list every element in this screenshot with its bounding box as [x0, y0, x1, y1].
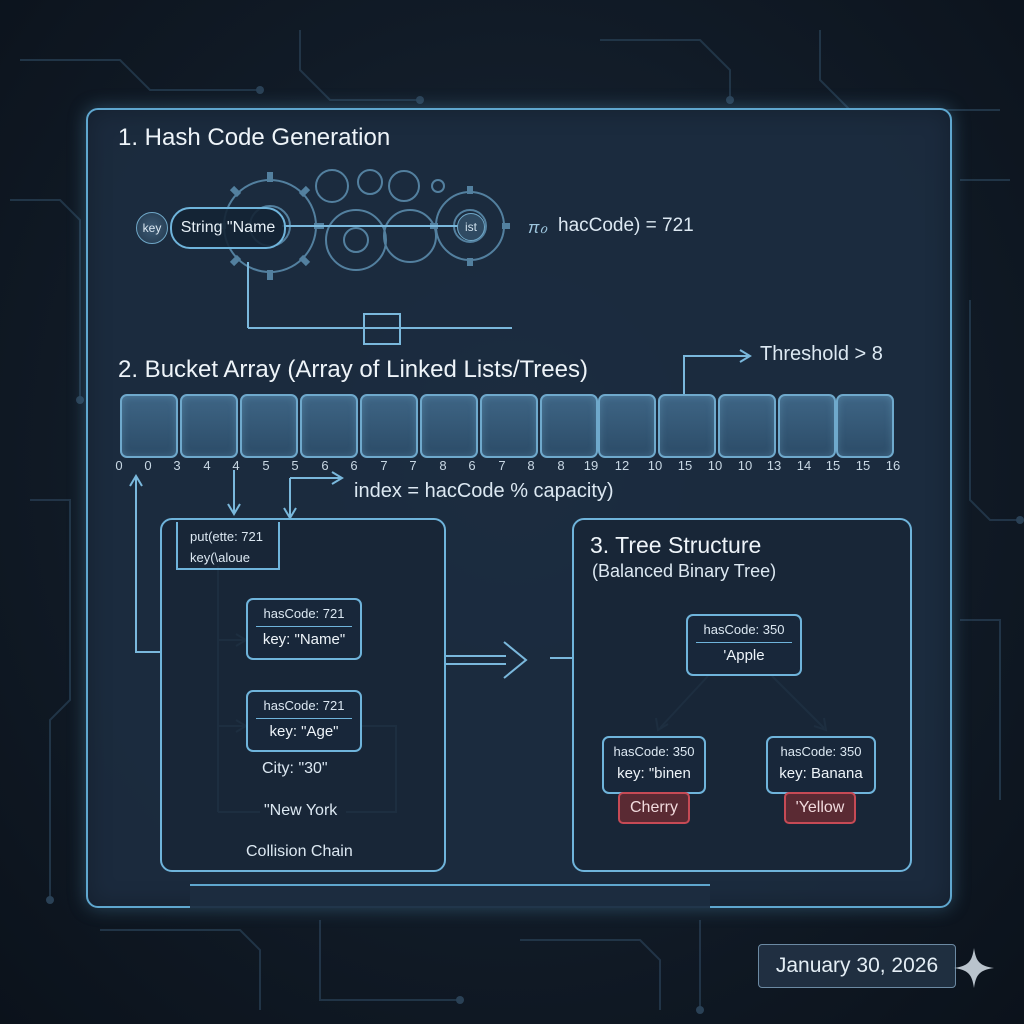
- chain-node-name: hasCode: 721 key: "Name": [246, 598, 362, 660]
- bucket-index: 14: [796, 458, 812, 473]
- bucket-index: 6: [350, 458, 358, 473]
- cherry-tag: Cherry: [618, 792, 690, 824]
- section2-title: 2. Bucket Array (Array of Linked Lists/T…: [118, 356, 588, 383]
- bucket-index: 12: [614, 458, 630, 473]
- bucket-cell: [420, 394, 478, 458]
- tree-title: 3. Tree Structure: [590, 532, 762, 558]
- put-header-line2: key(\aloue: [190, 550, 250, 565]
- tree-node-root: hasCode: 350 'Apple: [686, 614, 802, 676]
- frame-notch: [190, 884, 710, 908]
- put-header-line1: put(ette: 721: [190, 529, 263, 544]
- bucket-index: 8: [439, 458, 447, 473]
- bucket-index: 3: [173, 458, 181, 473]
- bucket-index: 8: [557, 458, 565, 473]
- bucket-cell: [540, 394, 598, 458]
- date-badge: January 30, 2026: [758, 944, 956, 988]
- bucket-cell: [240, 394, 298, 458]
- bucket-index: 0: [115, 458, 123, 473]
- bucket-index: 13: [766, 458, 782, 473]
- key-icon: key: [136, 212, 168, 244]
- bucket-cell: [480, 394, 538, 458]
- bucket-cell: [120, 394, 178, 458]
- city-value: "New York: [264, 802, 338, 819]
- bucket-cell: [598, 394, 656, 458]
- bucket-index: 15: [855, 458, 871, 473]
- bucket-index: 4: [203, 458, 211, 473]
- bucket-index: 6: [468, 458, 476, 473]
- bucket-index: 10: [647, 458, 663, 473]
- bucket-index: 15: [825, 458, 841, 473]
- bucket-cell: [836, 394, 894, 458]
- hash-function-icon: ist: [457, 213, 485, 241]
- node-divider: [256, 626, 352, 627]
- hash-output-text: hacCode) = 721: [558, 215, 694, 236]
- bucket-index: 7: [409, 458, 417, 473]
- bucket-index: 10: [737, 458, 753, 473]
- bucket-index: 19: [583, 458, 599, 473]
- node-key: 'Apple: [723, 647, 765, 664]
- node-key: key: "Age": [269, 723, 339, 740]
- bucket-index: 15: [677, 458, 693, 473]
- node-key: key: Banana: [779, 765, 863, 782]
- section1-title: 1. Hash Code Generation: [118, 124, 391, 151]
- bucket-cell: [658, 394, 716, 458]
- node-hashcode: hasCode: 350: [780, 744, 862, 759]
- bucket-cell: [718, 394, 776, 458]
- threshold-label: Threshold > 8: [760, 343, 883, 365]
- node-divider: [696, 642, 792, 643]
- bucket-index: 0: [144, 458, 152, 473]
- bucket-index: 4: [232, 458, 240, 473]
- bucket-cell: [360, 394, 418, 458]
- bucket-index: 16: [885, 458, 901, 473]
- node-hashcode: hasCode: 350: [703, 622, 785, 637]
- bucket-index: 8: [527, 458, 535, 473]
- bucket-cell: [180, 394, 238, 458]
- node-hashcode: hasCode: 721: [263, 698, 345, 713]
- bucket-index: 5: [291, 458, 299, 473]
- collision-chain-caption: Collision Chain: [246, 843, 353, 860]
- bucket-cell: [778, 394, 836, 458]
- tree-node-right: hasCode: 350 key: Banana: [766, 736, 876, 794]
- city-label: City: "30": [262, 760, 328, 777]
- tree-node-left: hasCode: 350 key: "binen: [602, 736, 706, 794]
- node-hashcode: hasCode: 350: [613, 744, 695, 759]
- bucket-index: 5: [262, 458, 270, 473]
- yellow-tag: 'Yellow: [784, 792, 856, 824]
- bucket-cell: [300, 394, 358, 458]
- node-divider: [256, 718, 352, 719]
- bucket-index: 10: [707, 458, 723, 473]
- bucket-index: 7: [380, 458, 388, 473]
- node-hashcode: hasCode: 721: [263, 606, 345, 621]
- bucket-index: 7: [498, 458, 506, 473]
- index-formula: index = hacCode % capacity): [354, 480, 614, 502]
- chain-node-age: hasCode: 721 key: "Age": [246, 690, 362, 752]
- math-glyph: πℴ: [528, 218, 548, 237]
- input-string-pill: String "Name: [170, 207, 286, 249]
- sparkle-icon: [954, 948, 994, 988]
- tree-subtitle: (Balanced Binary Tree): [592, 561, 777, 581]
- put-header-box: put(ette: 721 key(\aloue: [176, 522, 280, 570]
- node-key: key: "Name": [262, 631, 346, 648]
- bucket-index: 6: [321, 458, 329, 473]
- node-key: key: "binen: [617, 765, 691, 782]
